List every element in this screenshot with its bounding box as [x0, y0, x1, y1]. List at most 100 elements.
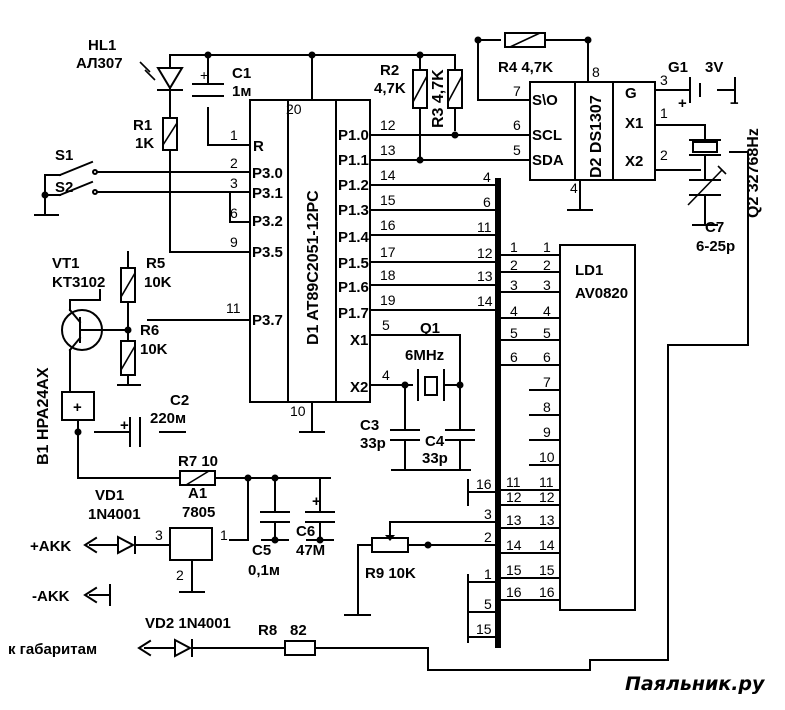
c6-ref: C6: [296, 523, 315, 540]
d2-right-pin-name: G: [625, 85, 637, 102]
r6-ref: R6: [140, 322, 159, 339]
r8-resistor: R8 82: [258, 622, 316, 656]
b1-ref: B1 HPA24AX: [35, 367, 52, 465]
ld1-pin: 15: [539, 562, 555, 578]
ld1-ref: LD1: [575, 262, 603, 279]
d1-right-pin-num: 19: [380, 292, 396, 308]
bus-label: 11: [477, 219, 492, 235]
g1-battery: G1 3V + −: [668, 59, 739, 112]
vd1-ref: VD1: [95, 487, 124, 504]
d1-mcu: D1 AT89C2051-12PC 20 10 R 1 P3.0 2 P3.1 …: [226, 99, 396, 419]
r7-resistor: R7 10: [178, 453, 218, 486]
d1-right-pin-num: 4: [382, 367, 390, 383]
c6-plus: +: [312, 493, 321, 510]
ld1-pin: 12: [539, 489, 555, 505]
bus-label: 13: [477, 268, 493, 284]
d1-left-pin-name: P3.1: [252, 185, 283, 202]
d2-left-pin-name: SCL: [532, 127, 562, 144]
bus-pin: 15: [506, 562, 522, 578]
a1-part: 7805: [182, 504, 215, 521]
r8-ref: R8: [258, 622, 277, 639]
akk-plus-label: +AKK: [30, 538, 71, 555]
r7-ref: R7 10: [178, 453, 218, 470]
a1-pin2: 2: [176, 567, 184, 583]
q2-ref: Q2 32768Hz: [745, 128, 762, 218]
ld1-pin: 8: [543, 399, 551, 415]
c5-value: 0,1м: [248, 562, 280, 579]
d1-right-pin-name: P1.1: [338, 152, 369, 169]
d1-bottom-pin: 10: [290, 403, 306, 419]
bus-label: 2: [484, 529, 492, 545]
d1-right-pin-num: 18: [380, 267, 396, 283]
c1-plus: +: [200, 67, 208, 83]
c2-ref: C2: [170, 392, 189, 409]
bus-pin: 4: [510, 303, 518, 319]
r2-value: 4,7K: [374, 80, 406, 97]
d1-left-pin-num: 9: [230, 234, 238, 250]
d1-right-pin-num: 5: [382, 317, 390, 333]
r2-resistor: R2 4,7K: [374, 62, 428, 109]
c5-capacitor: C5 0,1м: [248, 511, 290, 579]
bus-label: 15: [476, 621, 492, 637]
akk-minus-label: -AKK: [32, 588, 70, 605]
ld1-pin: 1: [543, 239, 551, 255]
d2-top-pin: 8: [592, 64, 600, 80]
ld1-pin: 13: [539, 512, 555, 528]
bus-label: 6: [483, 194, 491, 210]
bus-label: 3: [484, 506, 492, 522]
d1-right-pin-name: P1.4: [338, 229, 370, 246]
bus-pin: 1: [510, 239, 518, 255]
ld1-pin: 3: [543, 277, 551, 293]
g1-plus: +: [678, 95, 687, 112]
s1-ref: S1: [55, 147, 73, 164]
c4-ref: C4: [425, 433, 445, 450]
hl1-part: АЛ307: [76, 55, 123, 72]
c6-value: 47M: [296, 542, 325, 559]
d1-left-pin-name: P3.7: [252, 312, 283, 329]
c1-value: 1м: [232, 83, 251, 100]
d1-right-pin-num: 15: [380, 192, 396, 208]
hl1-led: HL1 АЛ307: [76, 37, 184, 96]
q1-ref: Q1: [420, 320, 440, 337]
bus-pin: 16: [506, 584, 522, 600]
r5-ref: R5: [146, 255, 165, 272]
r1-resistor: R1 1K: [133, 117, 178, 152]
g1-value: 3V: [705, 59, 723, 76]
vt1-ref: VT1: [52, 255, 80, 272]
d1-left-pin-num: 11: [226, 300, 241, 316]
b1-buzzer: + B1 HPA24AX: [35, 367, 95, 465]
bus-label: 4: [483, 169, 491, 185]
c7-trimmer: C7 6-25p: [687, 165, 735, 255]
vd1-diode: VD1 1N4001: [88, 487, 141, 555]
c2-capacitor: + C2 220м: [120, 392, 189, 447]
c3-capacitor: C3 33p: [360, 417, 420, 452]
bus-pin: 3: [510, 277, 518, 293]
q2-crystal: Q2 32768Hz: [689, 128, 762, 218]
ld1-pin: 6: [543, 349, 551, 365]
d1-right-pin-name: X1: [350, 332, 368, 349]
ld1-pin: 9: [543, 424, 551, 440]
r2-ref: R2: [380, 62, 399, 79]
bus-label: 14: [477, 293, 493, 309]
ld1-pin: 5: [543, 325, 551, 341]
d1-left-pin-name: P3.0: [252, 165, 283, 182]
r1-ref: R1: [133, 117, 152, 134]
d1-ref: D1 AT89C2051-12PC: [305, 190, 322, 345]
watermark-text: Паяльник.ру: [625, 673, 766, 695]
watermark: Паяльник.ру: [625, 673, 766, 695]
d1-left-pin-name: P3.5: [252, 244, 283, 261]
c2-value: 220м: [150, 410, 186, 427]
d1-left-pin-name: R: [253, 138, 264, 155]
c2-plus: +: [120, 417, 129, 434]
c7-ref: C7: [705, 219, 724, 236]
r5-value: 10K: [144, 274, 172, 291]
d2-left-pin-num: 7: [513, 83, 521, 99]
ld1-pin: 7: [543, 374, 551, 390]
q1-value: 6MHz: [405, 347, 444, 364]
r3-ref: R3 4,7K: [430, 69, 447, 128]
bus-label: 1: [484, 566, 492, 582]
d1-right-pin-name: P1.7: [338, 305, 369, 322]
bus-label: 5: [484, 596, 492, 612]
d1-right-pin-name: P1.2: [338, 177, 369, 194]
